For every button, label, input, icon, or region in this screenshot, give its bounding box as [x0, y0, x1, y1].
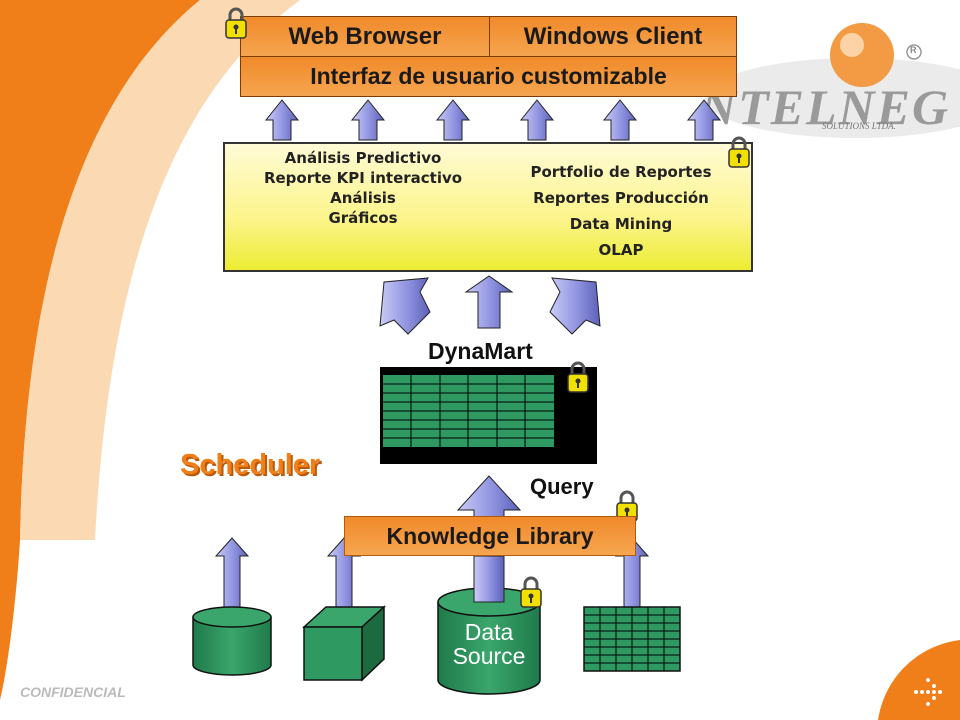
lock-icon — [727, 136, 751, 169]
arrow-up-icon — [435, 99, 471, 141]
feature-item: Análisis — [330, 189, 396, 207]
dynamart-label: DynaMart — [428, 338, 533, 364]
logo-subtext: SOLUTIONS LTDA. — [822, 121, 896, 131]
cube-icon — [302, 605, 386, 682]
query-label: Query — [530, 474, 594, 499]
dots-arrow-icon — [914, 678, 942, 706]
logo-text: NTELNEG — [700, 79, 951, 135]
features-box: Análisis Predictivo Reporte KPI interact… — [223, 142, 753, 272]
arrow-up-icon — [350, 99, 386, 141]
logo-mark: R — [910, 45, 917, 55]
data-source-line: Data — [464, 619, 514, 645]
spreadsheet-icon — [583, 606, 681, 672]
arrow-up-icon — [686, 99, 722, 141]
web-browser-box: Web Browser — [240, 16, 490, 57]
web-browser-label: Web Browser — [288, 22, 442, 50]
light-swoosh — [20, 0, 300, 540]
corner-accent — [878, 640, 960, 720]
feature-item: Reporte KPI interactivo — [263, 169, 463, 187]
windows-client-box: Windows Client — [489, 16, 737, 57]
lock-icon — [519, 576, 543, 609]
data-source-line: Source — [452, 643, 526, 669]
arrow-up-icon — [519, 99, 555, 141]
dynamart-table — [380, 367, 597, 464]
feature-item: Portfolio de Reportes — [530, 163, 712, 181]
windows-client-label: Windows Client — [523, 22, 703, 50]
feature-item: Data Mining — [569, 215, 673, 233]
data-source-label: Data Source — [438, 620, 540, 668]
features-right-list: Portfolio de Reportes Reportes Producció… — [501, 159, 741, 263]
knowledge-library-box: Knowledge Library — [344, 516, 636, 556]
features-left-list: Análisis Predictivo Reporte KPI interact… — [225, 148, 501, 228]
arrow-up-icon — [614, 537, 650, 616]
scheduler-label: Scheduler — [180, 449, 321, 481]
knowledge-library-label: Knowledge Library — [386, 522, 594, 549]
feature-item: Análisis Predictivo — [284, 149, 442, 167]
arrow-up-icon — [602, 99, 638, 141]
arrow-up-left-icon — [379, 277, 431, 335]
confidential-footer: CONFIDENCIAL — [20, 684, 126, 700]
feature-item: Gráficos — [328, 209, 398, 227]
arrow-up-icon — [464, 275, 514, 329]
feature-item: OLAP — [598, 241, 644, 259]
ui-custom-label: Interfaz de usuario customizable — [310, 63, 667, 89]
arrow-up-icon — [264, 99, 300, 141]
ui-custom-box: Interfaz de usuario customizable — [240, 56, 737, 97]
lock-icon — [224, 7, 248, 40]
orange-swoosh — [0, 0, 200, 700]
arrow-up-right-icon — [549, 277, 601, 335]
feature-item: Reportes Producción — [533, 189, 709, 207]
database-cylinder-icon — [192, 606, 272, 676]
